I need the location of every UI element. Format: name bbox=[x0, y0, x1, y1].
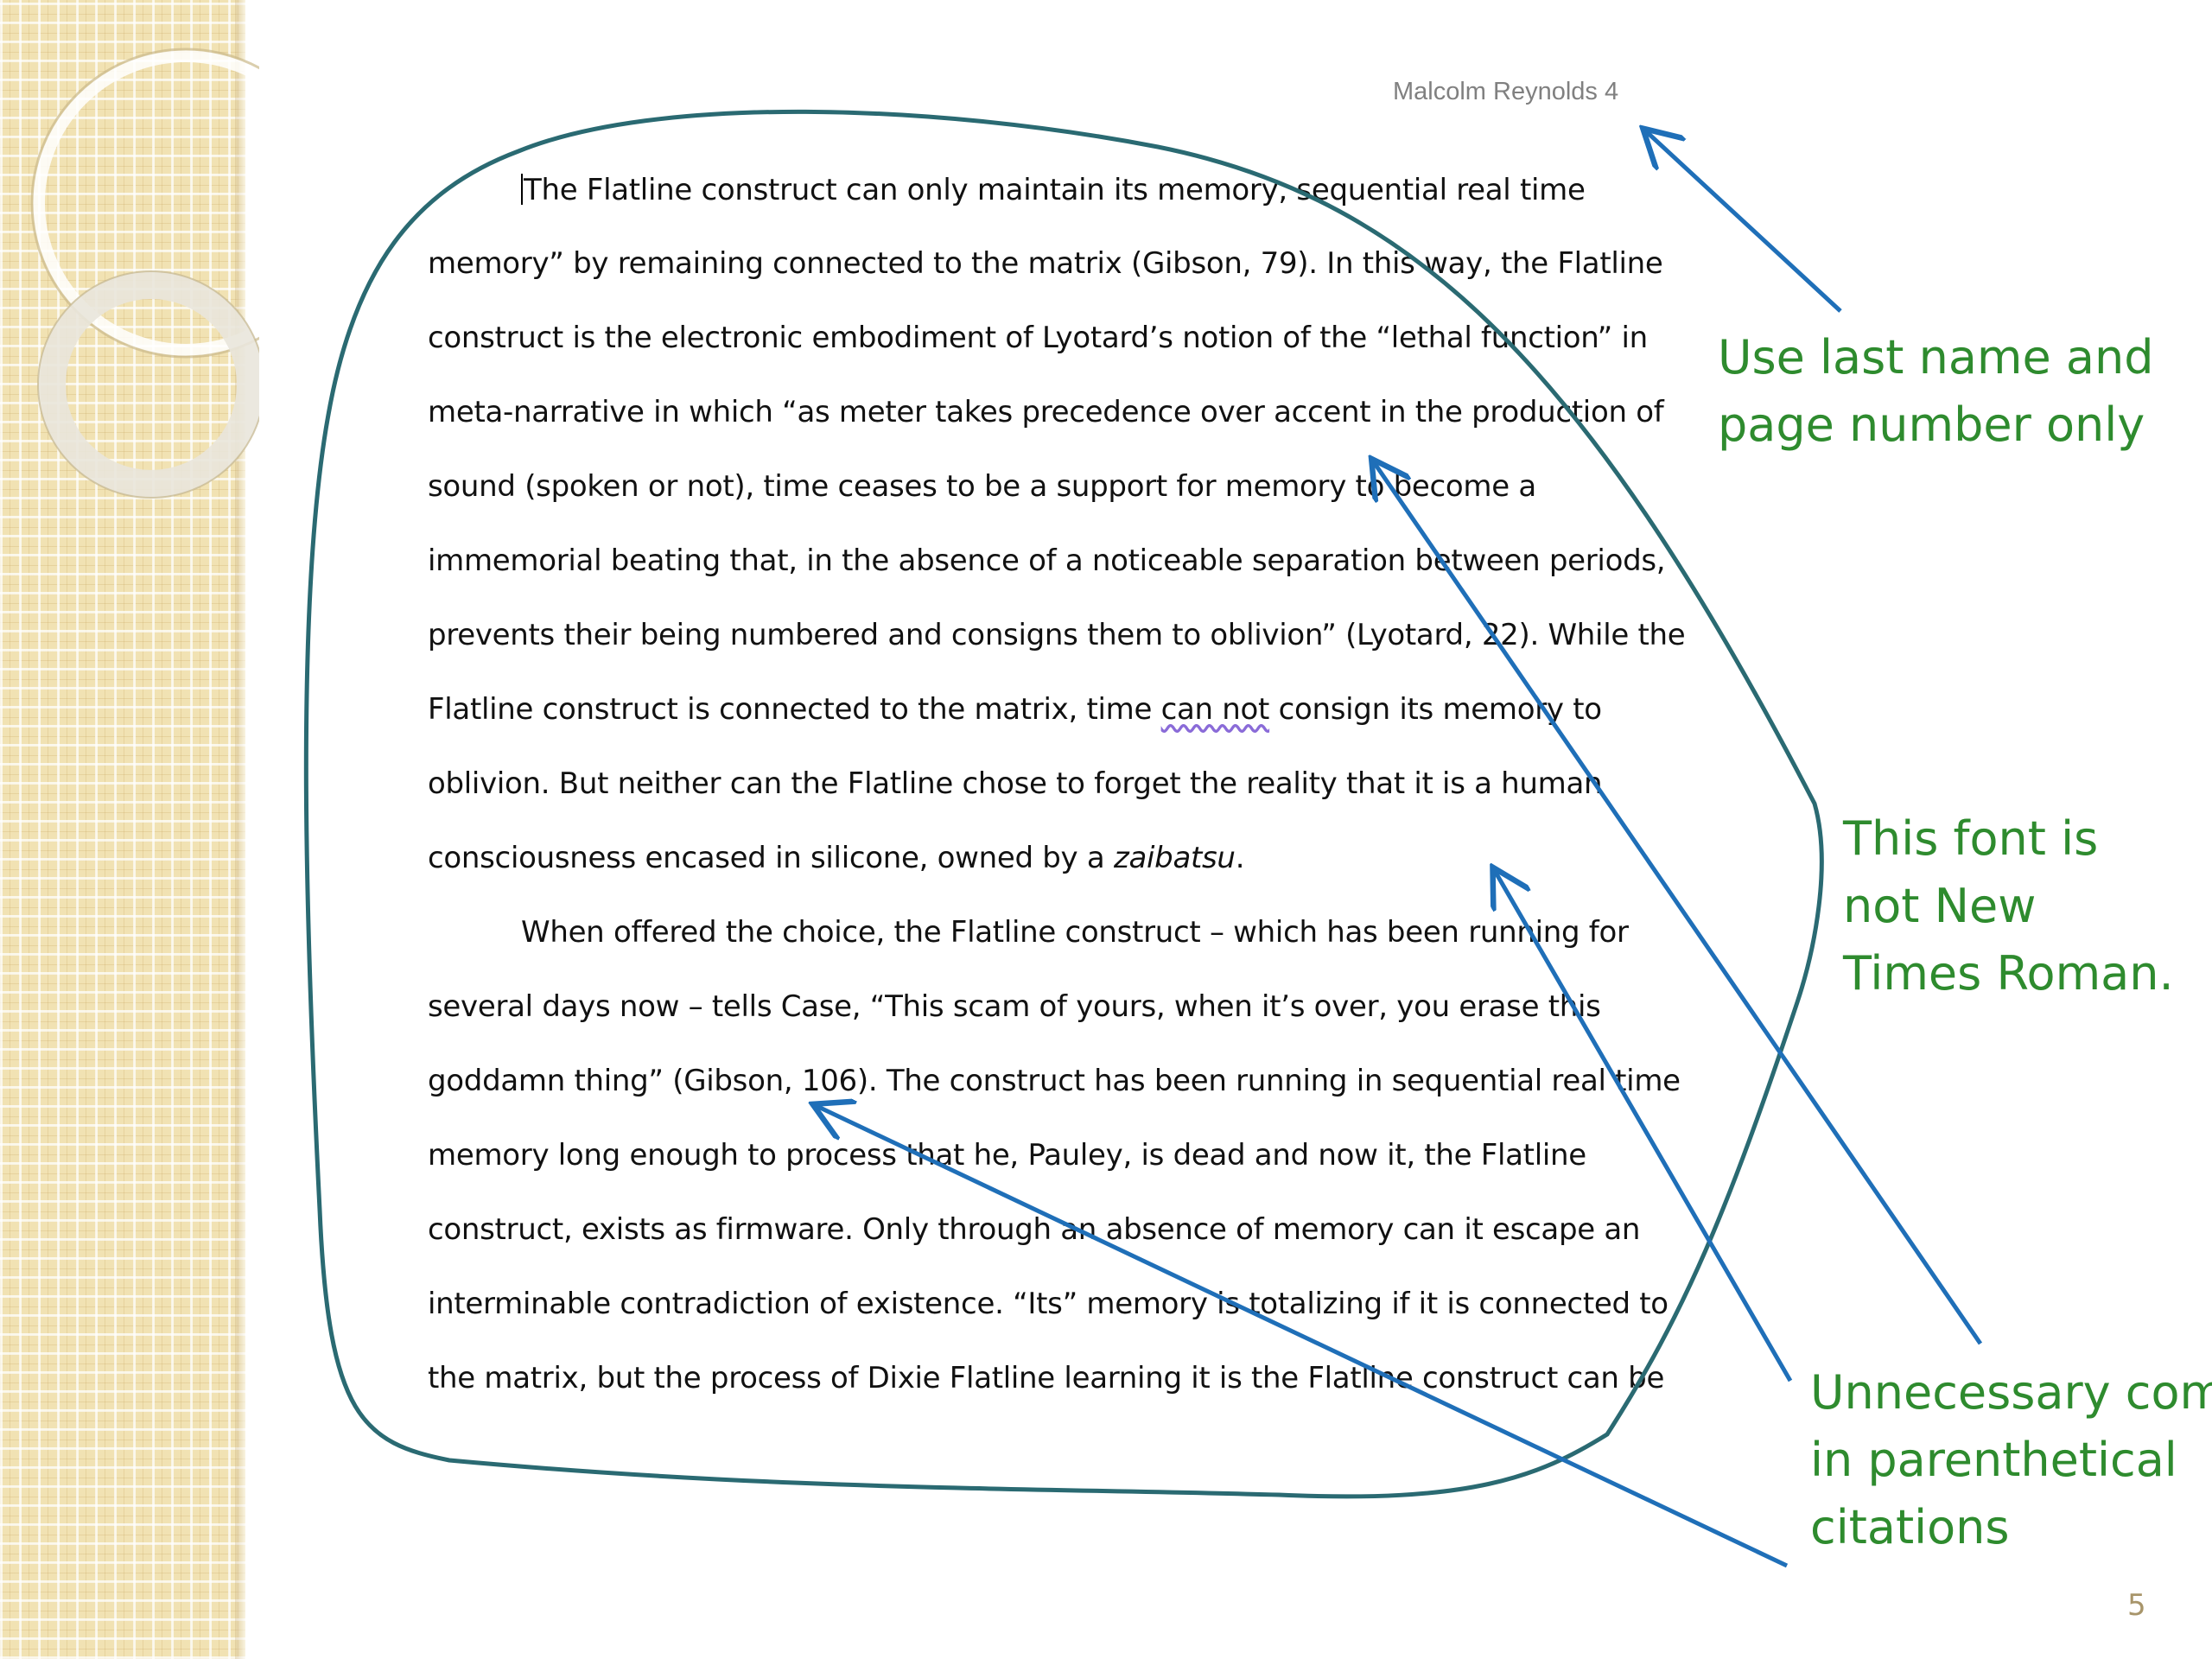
running-header: Malcolm Reynolds 4 bbox=[1393, 78, 1619, 105]
document-line: meta-narrative in which “as meter takes … bbox=[428, 395, 1664, 429]
annotation-line: citations bbox=[1810, 1500, 2010, 1554]
annotation-line: in parenthetical bbox=[1810, 1433, 2177, 1487]
spellcheck-flagged-text[interactable]: can not bbox=[1160, 692, 1270, 727]
line-text: The Flatline construct can only maintain… bbox=[524, 173, 1586, 207]
arrow-header-note bbox=[1646, 131, 1842, 313]
annotation-header-note: Use last name and page number only bbox=[1718, 324, 2154, 459]
annotation-line: Times Roman. bbox=[1843, 946, 2174, 1001]
document-line: immemorial beating that, in the absence … bbox=[428, 543, 1666, 578]
freehand-outline bbox=[303, 109, 1824, 1499]
arrow-comma-note-1 bbox=[1495, 871, 1793, 1382]
line-text: . bbox=[1235, 841, 1245, 875]
document-line: Flatline construct is connected to the m… bbox=[428, 692, 1602, 727]
annotation-line: Use last name and bbox=[1718, 330, 2154, 385]
document-line: oblivion. But neither can the Flatline c… bbox=[428, 766, 1603, 801]
annotation-line: not New bbox=[1843, 879, 2037, 933]
slide-number: 5 bbox=[2127, 1588, 2146, 1623]
text-cursor bbox=[521, 174, 523, 205]
line-text: consciousness encased in silicone, owned… bbox=[428, 841, 1114, 875]
document-line: interminable contradiction of existence.… bbox=[428, 1287, 1669, 1321]
italic-term: zaibatsu bbox=[1113, 841, 1236, 875]
decorative-ring-large-shadow bbox=[30, 48, 259, 359]
document-line: construct, exists as firmware. Only thro… bbox=[428, 1212, 1641, 1247]
document-line: When offered the choice, the Flatline co… bbox=[521, 915, 1629, 950]
annotation-line: This font is bbox=[1843, 811, 2099, 866]
document-line: memory” by remaining connected to the ma… bbox=[428, 246, 1663, 281]
annotation-comma-note: Unnecessary commas in parenthetical cita… bbox=[1810, 1359, 2212, 1561]
annotation-font-note: This font is not New Times Roman. bbox=[1843, 805, 2174, 1007]
document-line: several days now – tells Case, “This sca… bbox=[428, 989, 1601, 1024]
decorative-ring-small-edge bbox=[37, 270, 259, 499]
document-line: consciousness encased in silicone, owned… bbox=[428, 841, 1244, 875]
line-text: consign its memory to bbox=[1269, 692, 1602, 727]
document-line: memory long enough to process that he, P… bbox=[428, 1138, 1586, 1173]
document-line: goddamn thing” (Gibson, 106). The constr… bbox=[428, 1064, 1681, 1098]
arrow-comma-note-2 bbox=[817, 1106, 1789, 1568]
decorative-ring-large bbox=[33, 50, 259, 356]
document-line: construct is the electronic embodiment o… bbox=[428, 321, 1648, 355]
line-text: Flatline construct is connected to the m… bbox=[428, 692, 1161, 727]
annotation-line: Unnecessary commas bbox=[1810, 1365, 2212, 1420]
decorative-ring-small bbox=[38, 271, 259, 498]
document-line: the matrix, but the process of Dixie Fla… bbox=[428, 1361, 1665, 1395]
arrow-font-note bbox=[1374, 462, 1983, 1345]
document-line: The Flatline construct can only maintain… bbox=[521, 173, 1586, 207]
document-line: sound (spoken or not), time ceases to be… bbox=[428, 469, 1536, 504]
document-line: prevents their being numbered and consig… bbox=[428, 618, 1686, 652]
annotation-line: page number only bbox=[1718, 397, 2145, 452]
decorative-rings bbox=[30, 48, 259, 499]
